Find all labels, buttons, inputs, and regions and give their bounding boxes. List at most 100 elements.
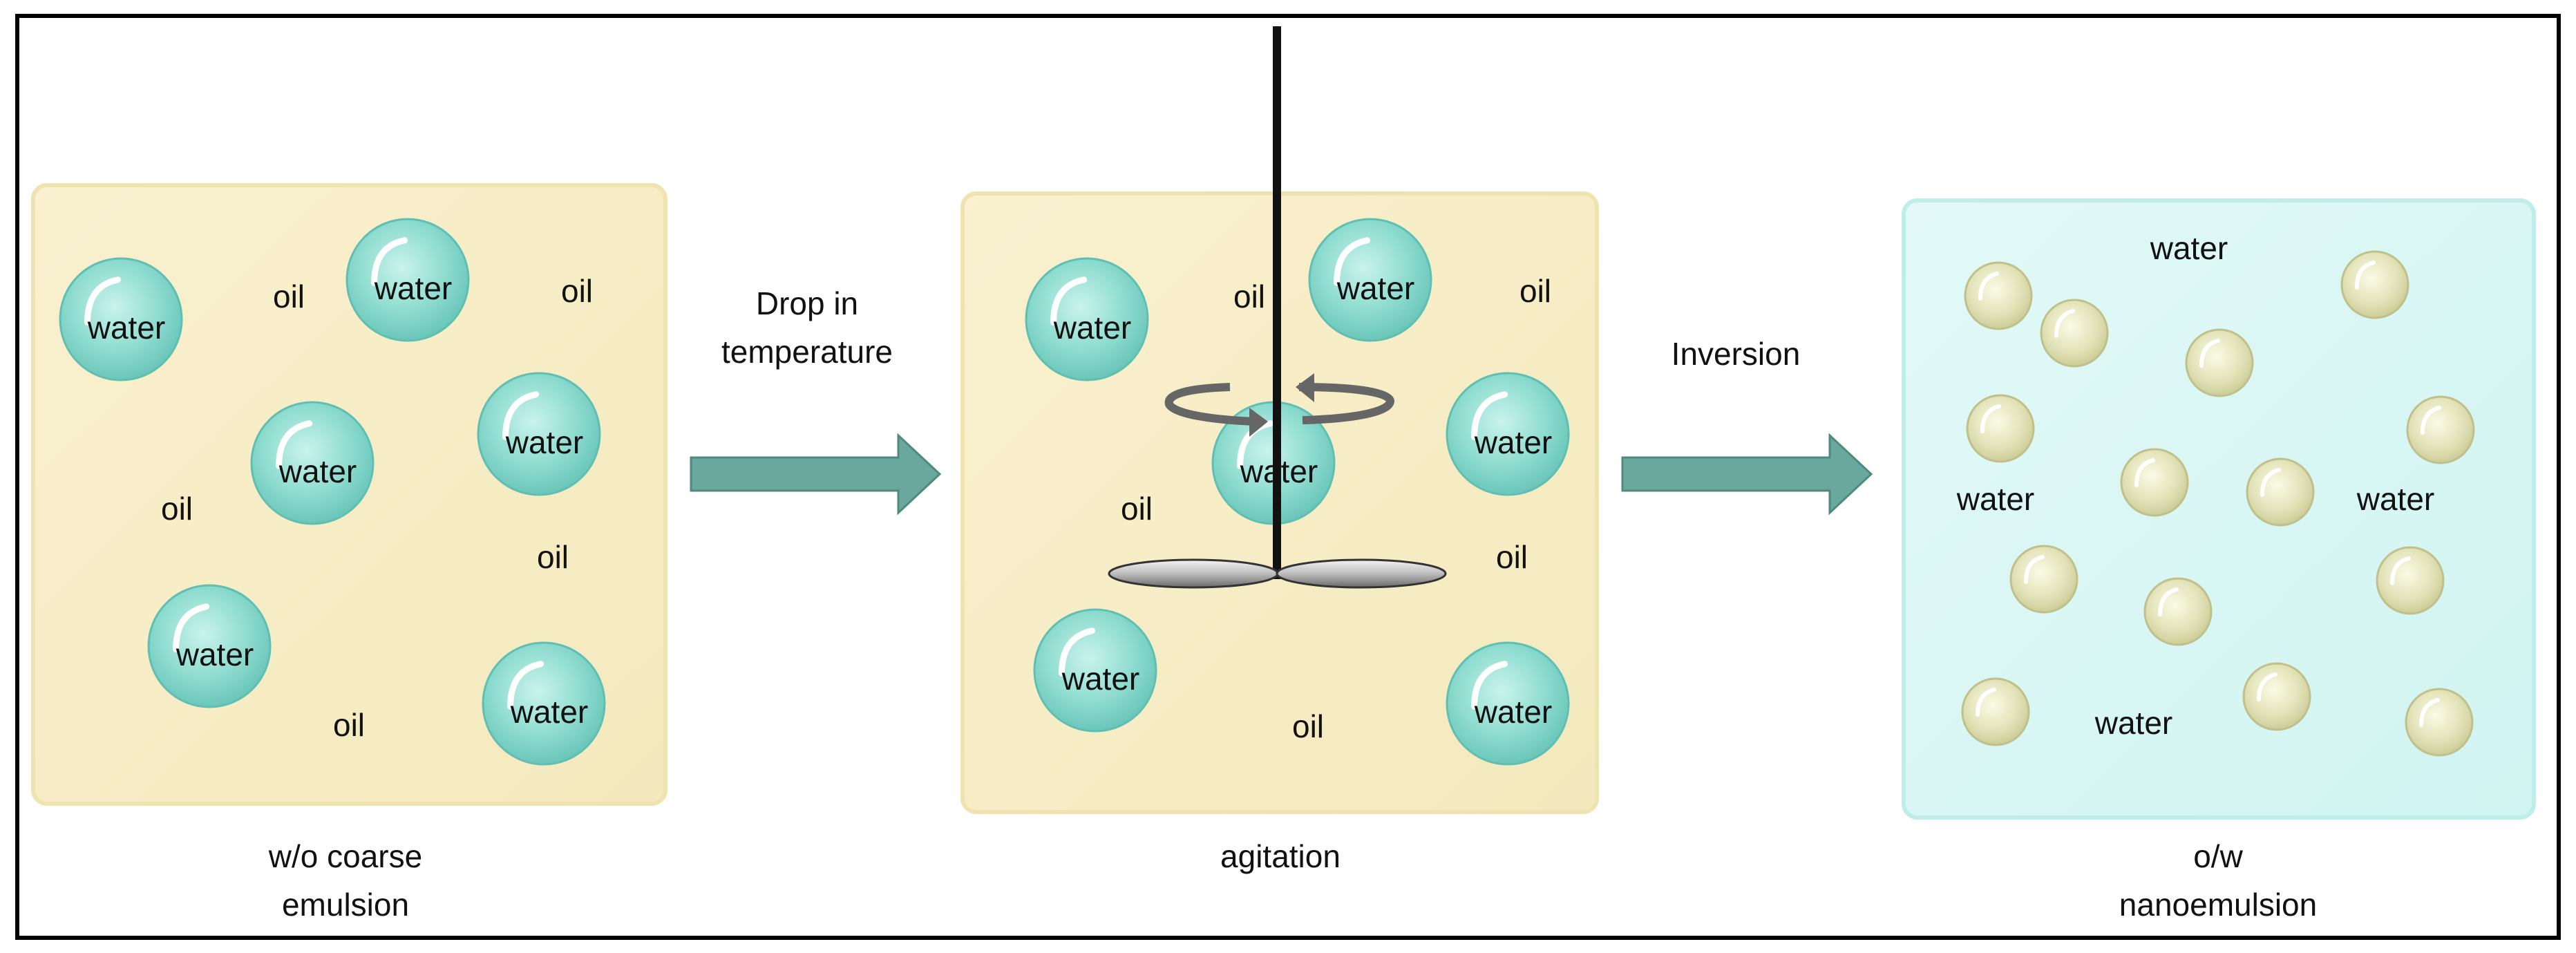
- nanodroplet-highlight: [2199, 339, 2220, 368]
- rotation-arrows-icon: [1164, 383, 1395, 426]
- nanodroplet-body: [2185, 328, 2254, 397]
- droplet-highlight: [1334, 237, 1371, 286]
- rotation-arrowhead-icon: [1296, 373, 1314, 402]
- nanodroplet-highlight: [2355, 261, 2376, 290]
- nanodroplet-body: [2040, 299, 2109, 368]
- nanodroplet-highlight: [2421, 406, 2441, 435]
- oil-nanodroplet: [2120, 448, 2189, 517]
- nanodroplet-body: [2376, 546, 2445, 615]
- droplet-body: [345, 218, 470, 342]
- oil-label: oil: [1121, 491, 1153, 527]
- nanodroplet-body: [2246, 457, 2315, 527]
- droplet-body: [1025, 257, 1149, 381]
- nanodroplet-highlight: [1980, 404, 2001, 433]
- caption-coarse-line-2: emulsion: [282, 887, 409, 923]
- droplet-highlight: [1471, 661, 1508, 710]
- droplet-highlight: [173, 603, 210, 652]
- nanodroplet-highlight: [1978, 272, 1999, 301]
- droplet-label: water: [510, 694, 588, 730]
- caption-agitation: agitation: [1220, 838, 1341, 874]
- droplet-body: [59, 257, 183, 381]
- oil-label: oil: [333, 707, 365, 743]
- droplet-label: water: [505, 424, 583, 460]
- water-droplet: water: [59, 257, 183, 381]
- nanodroplet-highlight: [2419, 698, 2440, 727]
- droplet-body: [250, 401, 375, 525]
- water-label: water: [2356, 481, 2434, 517]
- oil-nanodroplet: [2040, 299, 2109, 368]
- nanodroplet-highlight: [2054, 309, 2075, 338]
- droplet-label: water: [1474, 424, 1552, 460]
- nanodroplet-highlight: [2257, 672, 2277, 701]
- nanodroplet-highlight: [2134, 458, 2155, 487]
- arrow-1-label-line-1: Drop in: [756, 285, 858, 321]
- oil-nanodroplet: [2242, 662, 2311, 731]
- nanodroplet-body: [2120, 448, 2189, 517]
- oil-nanodroplet: [1961, 677, 2030, 746]
- droplet-body: [477, 372, 601, 496]
- process-arrow-1: Drop in temperature: [690, 285, 942, 516]
- nanodroplet-body: [2406, 395, 2475, 464]
- water-droplet: water: [482, 641, 606, 766]
- nanodroplet-body: [1966, 394, 2035, 463]
- nanodroplet-highlight: [2024, 555, 2045, 584]
- nanodroplet-body: [2009, 545, 2078, 614]
- oil-label: oil: [561, 273, 593, 309]
- droplet-highlight: [1237, 420, 1274, 469]
- droplet-body: [1033, 608, 1157, 733]
- droplet-highlight: [84, 276, 122, 325]
- nanodroplet-body: [2143, 577, 2213, 646]
- nanodroplet-body: [2340, 250, 2409, 319]
- stirrer: [1108, 26, 1447, 589]
- nanodroplet-body: [1964, 261, 2033, 330]
- caption-nano-line-1: o/w: [2193, 838, 2243, 874]
- droplet-label: water: [176, 636, 254, 672]
- water-droplet: water: [1446, 372, 1570, 496]
- droplet-highlight: [507, 661, 544, 710]
- nanodroplet-highlight: [2390, 556, 2411, 585]
- water-droplet: water: [250, 401, 375, 525]
- oil-label: oil: [273, 279, 305, 314]
- nanodroplet-highlight: [2158, 587, 2179, 616]
- rotation-arrowhead-icon: [1249, 408, 1268, 437]
- nanodroplet-body: [1961, 677, 2030, 746]
- water-label: water: [2150, 230, 2228, 266]
- stirrer-shaft: [1273, 26, 1281, 579]
- droplet-highlight: [1059, 628, 1096, 677]
- droplet-body: [1446, 372, 1570, 496]
- coarse-water-droplets: water water water water water water: [59, 218, 606, 766]
- droplet-highlight: [502, 391, 540, 440]
- droplet-body: [482, 641, 606, 766]
- water-droplet: water: [1446, 641, 1570, 766]
- stirrer-blade-right: [1276, 558, 1447, 589]
- water-droplet: water: [1025, 257, 1149, 381]
- stirrer-blade-left: [1108, 558, 1279, 589]
- nanodroplet-highlight: [1976, 688, 1996, 717]
- diagram-frame: [15, 14, 2561, 940]
- nanodroplet-body: [2405, 688, 2474, 757]
- oil-label: oil: [537, 539, 569, 575]
- droplet-highlight: [1471, 391, 1508, 440]
- oil-nanodroplet: [2185, 328, 2254, 397]
- droplet-body: [1308, 218, 1432, 342]
- oil-nanodroplet: [2143, 577, 2213, 646]
- right-arrow-icon: [690, 433, 942, 516]
- arrow-2-label: Inversion: [1671, 336, 1801, 372]
- droplet-highlight: [371, 237, 408, 286]
- water-droplet: water: [345, 218, 470, 342]
- nanodroplet-highlight: [2260, 468, 2281, 497]
- oil-label: oil: [1292, 708, 1324, 744]
- water-droplet: water: [1033, 608, 1157, 733]
- water-label: water: [1956, 481, 2034, 517]
- oil-nanodroplet: [2406, 395, 2475, 464]
- arrow-1-label-line-2: temperature: [721, 334, 893, 370]
- droplet-highlight: [1050, 276, 1088, 325]
- water-droplet: water: [147, 584, 272, 708]
- droplet-label: water: [1053, 310, 1131, 346]
- water-droplet: water: [477, 372, 601, 496]
- oil-nanodroplet: [2405, 688, 2474, 757]
- caption-coarse-line-1: w/o coarse: [268, 838, 422, 874]
